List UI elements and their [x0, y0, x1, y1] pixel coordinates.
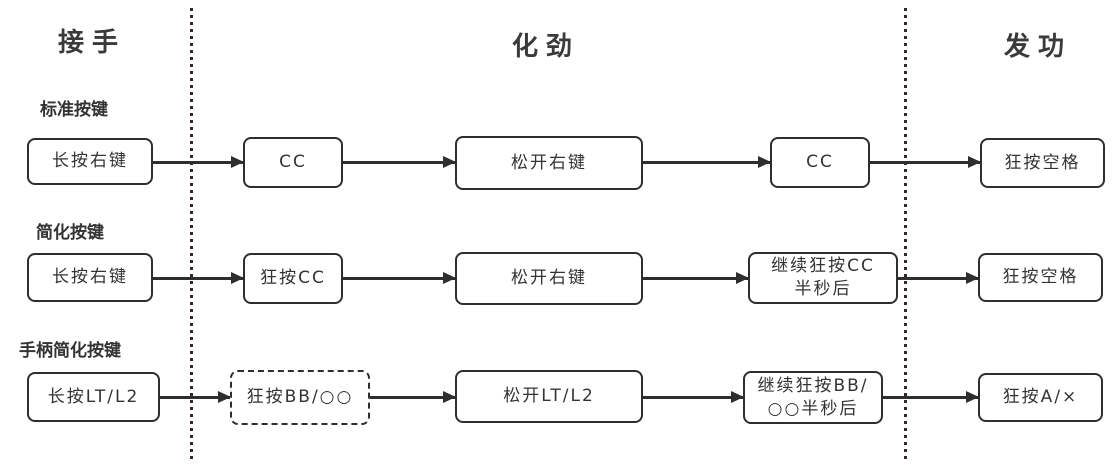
- flow-node: 狂按CC: [243, 253, 343, 304]
- flow-node: CC: [243, 137, 343, 188]
- flow-node: 长按右键: [27, 138, 153, 185]
- flow-node-label: 长按LT/L2: [47, 386, 140, 407]
- flow-node-label-line2: 半秒后: [794, 279, 852, 299]
- flow-node-label: 长按右键: [52, 151, 128, 172]
- flow-node-label: CC: [806, 152, 834, 173]
- row-label-simplified-keys: 简化按键: [36, 223, 104, 243]
- column-header-fagong: 发功: [1004, 32, 1073, 62]
- flow-node: 狂按A/×: [978, 373, 1103, 422]
- flow-arrow: [153, 161, 243, 164]
- flow-node-label: 松开右键: [511, 152, 587, 173]
- flow-arrow: [870, 161, 980, 164]
- flow-node-label: 松开右键: [511, 268, 587, 289]
- flow-node-label: 松开LT/L2: [503, 386, 595, 407]
- flow-arrow: [643, 396, 743, 399]
- column-header-jieshou: 接手: [58, 28, 127, 58]
- flow-node-dashed: 狂按BB/○○: [230, 370, 370, 425]
- column-separator-left: [190, 8, 193, 460]
- flow-node: 松开LT/L2: [455, 370, 643, 423]
- row-label-standard-keys: 标准按键: [40, 100, 108, 120]
- flow-node-label: 狂按空格: [1002, 267, 1079, 288]
- flow-node-label: CC: [279, 152, 307, 173]
- flow-node: 狂按空格: [980, 138, 1105, 188]
- column-separator-right: [904, 8, 907, 460]
- flow-arrow: [370, 396, 455, 399]
- flow-node: 继续狂按CC 半秒后: [748, 252, 898, 304]
- flow-arrow: [643, 277, 748, 280]
- flow-arrow: [343, 161, 455, 164]
- column-header-huajin: 化劲: [512, 32, 581, 62]
- flow-node: 长按右键: [27, 253, 153, 302]
- flow-node-label: 狂按空格: [1004, 152, 1081, 173]
- flow-arrow: [883, 396, 978, 399]
- flow-node-label-line2: ○○半秒后: [767, 398, 859, 419]
- flow-node: 狂按空格: [978, 253, 1103, 302]
- flow-arrow: [898, 277, 978, 280]
- flow-node: CC: [770, 137, 870, 188]
- flow-node: 长按LT/L2: [27, 372, 160, 422]
- flow-node-label-line1: 继续狂按CC: [771, 256, 875, 277]
- flow-arrow: [160, 396, 230, 399]
- flow-node-label: 狂按CC: [260, 268, 326, 289]
- flow-node-label: 长按右键: [52, 267, 128, 288]
- flow-node-label-line1: 继续狂按BB/: [757, 375, 869, 396]
- flow-node: 松开右键: [455, 136, 643, 190]
- flow-arrow: [153, 277, 243, 280]
- flow-arrow: [343, 277, 455, 280]
- row-label-gamepad-simplified-keys: 手柄简化按键: [19, 341, 121, 361]
- flow-node: 继续狂按BB/ ○○半秒后: [743, 371, 883, 424]
- flow-node-label: 狂按BB/○○: [246, 387, 354, 408]
- flow-node-label: 狂按A/×: [1002, 387, 1079, 408]
- flow-arrow: [643, 161, 770, 164]
- flow-node: 松开右键: [455, 252, 643, 305]
